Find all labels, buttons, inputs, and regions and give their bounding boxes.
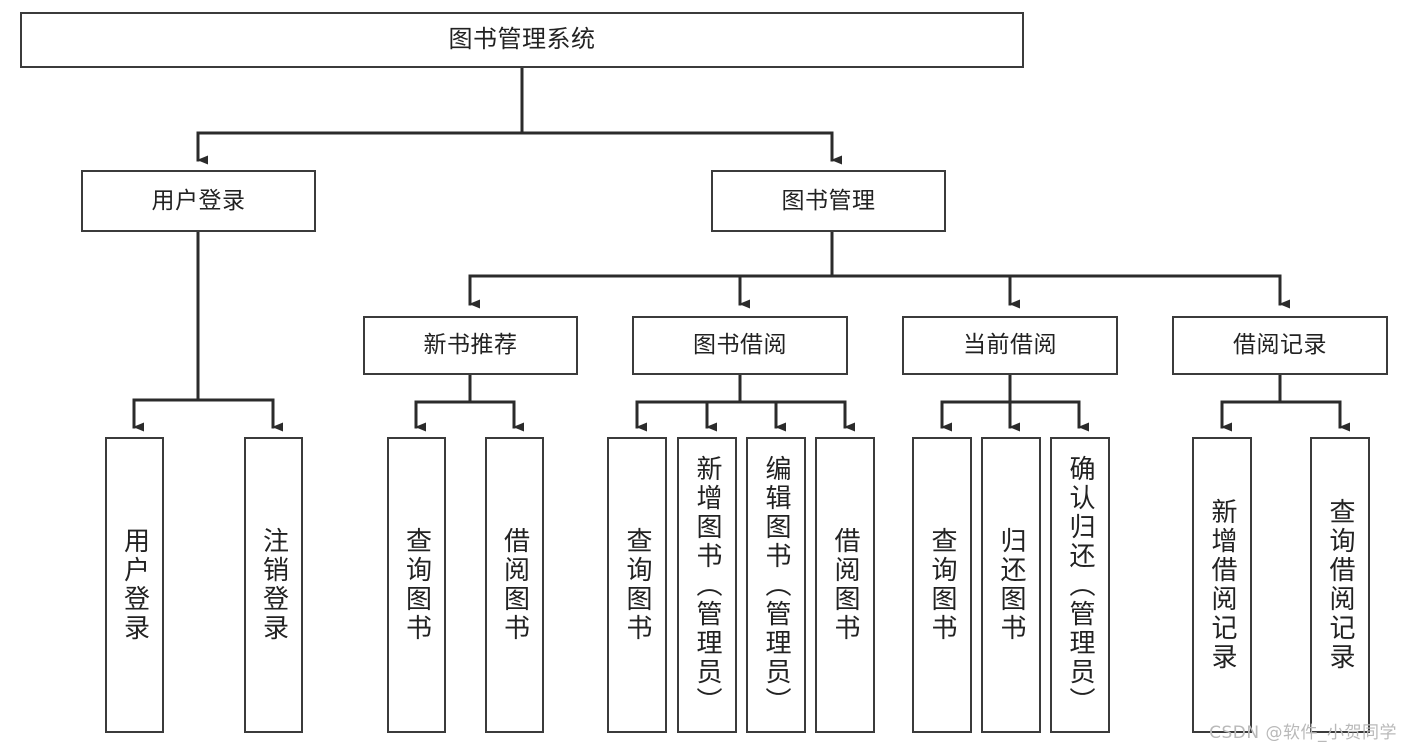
node-borrow-record[interactable]: 借阅记录 <box>1172 316 1388 375</box>
node-label: 查询图书 <box>401 527 432 643</box>
node-label: 新增图书（管理员） <box>692 454 722 716</box>
leaf-user-login[interactable]: 用户登录 <box>105 437 164 733</box>
node-label: 图书管理 <box>781 187 876 214</box>
node-label: 用户登录 <box>151 187 246 214</box>
node-book-borrow[interactable]: 图书借阅 <box>632 316 848 375</box>
node-label: 用户登录 <box>119 527 150 643</box>
node-label: 借阅记录 <box>1233 332 1327 359</box>
node-label: 归还图书 <box>996 527 1026 643</box>
node-book-management[interactable]: 图书管理 <box>711 170 946 232</box>
leaf-return-book[interactable]: 归还图书 <box>981 437 1041 733</box>
node-label: 借阅图书 <box>830 527 860 643</box>
node-current-borrow[interactable]: 当前借阅 <box>902 316 1118 375</box>
leaf-logout-login[interactable]: 注销登录 <box>244 437 303 733</box>
node-label: 查询借阅记录 <box>1325 498 1355 672</box>
leaf-borrow-book-borrow[interactable]: 借阅图书 <box>815 437 875 733</box>
leaf-confirm-return-admin[interactable]: 确认归还（管理员） <box>1050 437 1110 733</box>
node-label: 编辑图书（管理员） <box>761 454 791 716</box>
node-label: 当前借阅 <box>963 332 1057 359</box>
node-user-login[interactable]: 用户登录 <box>81 170 316 232</box>
leaf-query-book-borrow[interactable]: 查询图书 <box>607 437 667 733</box>
node-label: 查询图书 <box>927 527 957 643</box>
node-label: 图书管理系统 <box>448 25 596 54</box>
leaf-add-book-admin[interactable]: 新增图书（管理员） <box>677 437 737 733</box>
leaf-query-borrow-record[interactable]: 查询借阅记录 <box>1310 437 1370 733</box>
node-label: 注销登录 <box>258 527 289 643</box>
node-label: 确认归还（管理员） <box>1065 454 1095 716</box>
node-label: 借阅图书 <box>499 527 530 643</box>
leaf-edit-book-admin[interactable]: 编辑图书（管理员） <box>746 437 806 733</box>
node-label: 图书借阅 <box>693 332 787 359</box>
node-root-book-management-system[interactable]: 图书管理系统 <box>20 12 1024 68</box>
leaf-query-book-current[interactable]: 查询图书 <box>912 437 972 733</box>
node-label: 新增借阅记录 <box>1207 498 1237 672</box>
leaf-query-book-new-recommend[interactable]: 查询图书 <box>387 437 446 733</box>
leaf-add-borrow-record[interactable]: 新增借阅记录 <box>1192 437 1252 733</box>
node-label: 查询图书 <box>622 527 652 643</box>
node-label: 新书推荐 <box>423 332 518 359</box>
leaf-borrow-book-new-recommend[interactable]: 借阅图书 <box>485 437 544 733</box>
watermark-csdn: CSDN @软件_小贺同学 <box>1209 723 1397 743</box>
node-new-book-recommend[interactable]: 新书推荐 <box>363 316 578 375</box>
